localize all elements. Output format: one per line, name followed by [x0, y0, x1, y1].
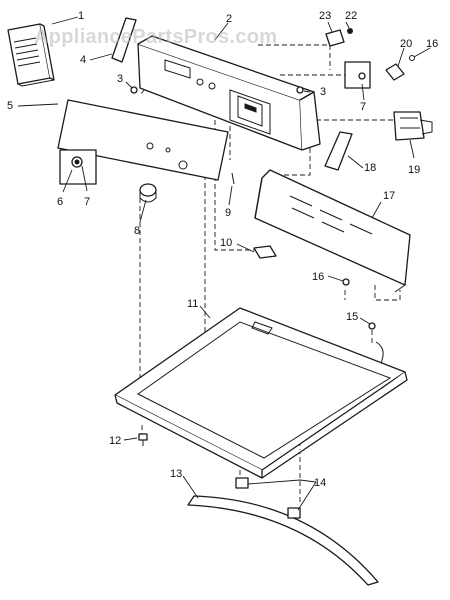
callout-20: 20 [400, 38, 412, 50]
knob [139, 183, 157, 203]
callout-7-right: 7 [360, 101, 366, 113]
callout-6: 6 [57, 196, 63, 208]
callout-7-left: 7 [84, 196, 90, 208]
left-end-cap [111, 17, 137, 63]
callout-13: 13 [170, 468, 182, 480]
callout-19: 19 [408, 164, 420, 176]
callout-15: 15 [346, 311, 358, 323]
rear-panel [254, 169, 411, 293]
control-panel-overlay [57, 99, 229, 181]
watermark: AppliancePartsPros.com [34, 26, 277, 48]
callout-14: 14 [314, 477, 326, 489]
screws-3 [130, 86, 304, 94]
control-console [137, 35, 321, 151]
clip-9 [231, 172, 235, 185]
callout-16-lower: 16 [312, 271, 324, 283]
callout-12: 12 [109, 435, 121, 447]
callout-1: 1 [78, 10, 84, 22]
callout-22: 22 [345, 10, 357, 22]
right-end-cap [324, 131, 353, 171]
callout-2: 2 [226, 13, 232, 25]
front-trim [187, 495, 379, 586]
callout-labels: 1 2 3 3 4 5 6 7 7 8 9 10 11 12 13 14 15 … [7, 10, 438, 489]
top-panel [114, 307, 408, 479]
callout-5: 5 [7, 100, 13, 112]
screws-top [342, 278, 384, 373]
callout-3-left: 3 [117, 73, 123, 85]
callout-8: 8 [134, 225, 140, 237]
callout-3-right: 3 [320, 86, 326, 98]
callout-4: 4 [80, 54, 86, 66]
callout-17: 17 [383, 190, 395, 202]
timer-motor [393, 111, 433, 141]
callout-18: 18 [364, 162, 376, 174]
bumpers [235, 477, 301, 519]
owners-manual [7, 23, 55, 87]
leader-lines [17, 16, 431, 511]
bracket-10 [253, 245, 277, 259]
callout-10: 10 [220, 237, 232, 249]
screw-12 [138, 433, 148, 446]
switch-cluster [325, 28, 415, 89]
callout-16-upper: 16 [426, 38, 438, 50]
callout-11: 11 [187, 298, 198, 310]
callout-23: 23 [319, 10, 331, 22]
timer-plate [59, 149, 97, 185]
callout-9: 9 [225, 207, 231, 219]
